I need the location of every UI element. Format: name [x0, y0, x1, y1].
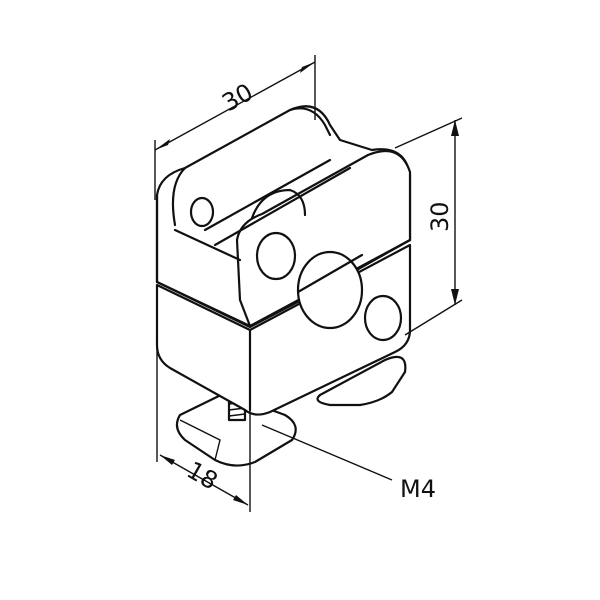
- split-line: [155, 238, 412, 329]
- dimension-width-label: 30: [217, 78, 257, 117]
- t-nut-right: [316, 355, 407, 407]
- tube-bore: [296, 250, 364, 330]
- screw-callout: M4: [261, 424, 436, 503]
- bolt-hole-back: [189, 196, 215, 228]
- dimension-height-label: 30: [426, 201, 454, 232]
- bolt-hole-front-lower: [363, 294, 403, 342]
- dimension-height: 30: [394, 117, 463, 336]
- bolt-hole-front-upper: [255, 231, 297, 281]
- screw-callout-label: M4: [400, 475, 436, 503]
